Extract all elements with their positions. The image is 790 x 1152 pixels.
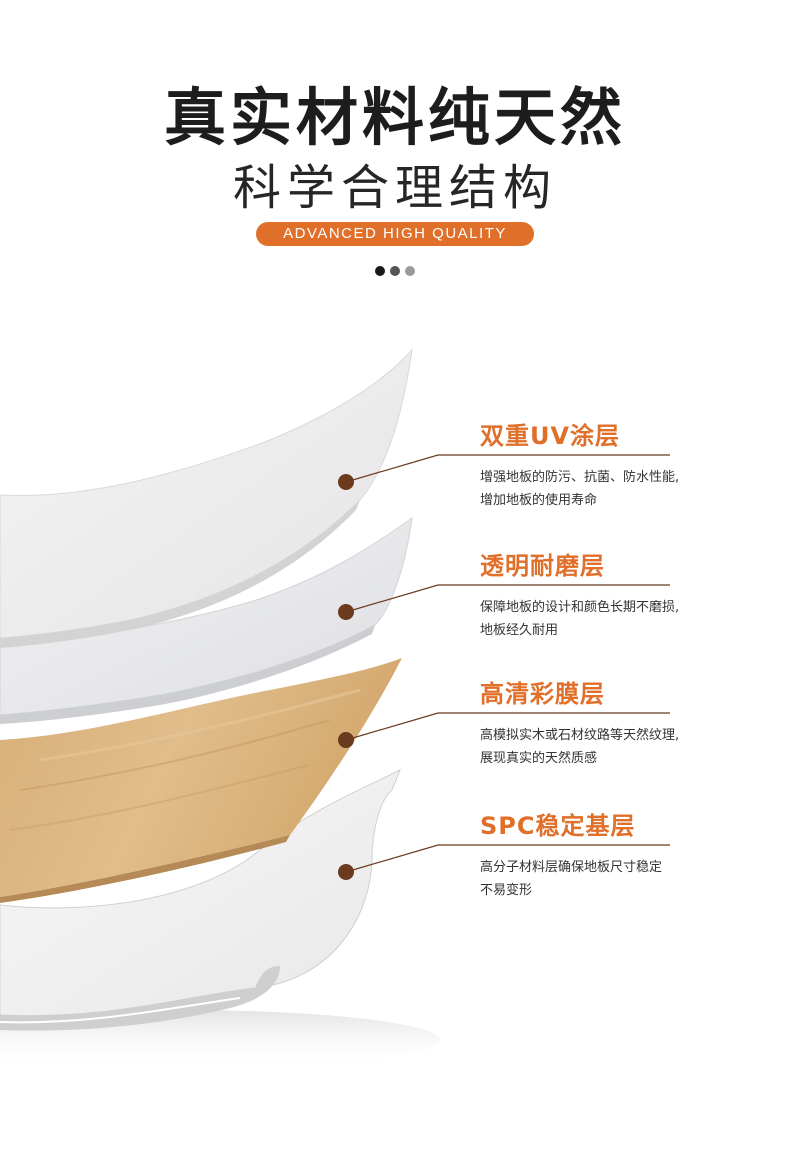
layer-description: 高模拟实木或石材纹路等天然纹理, 展现真实的天然质感 [480, 724, 780, 770]
page-title: 真实材料纯天然 [163, 81, 626, 154]
wood-film-layer [0, 658, 402, 903]
wear-layer [0, 516, 413, 724]
carousel-dot-1[interactable] [375, 266, 385, 276]
quality-badge: ADVANCED HIGH QUALITY [256, 222, 534, 246]
layer-title: 透明耐磨层 [480, 552, 605, 580]
layer-description: 增强地板的防污、抗菌、防水性能, 增加地板的使用寿命 [480, 466, 780, 512]
connector-dot-film [338, 732, 354, 748]
layer-title: 双重UV涂层 [480, 422, 621, 450]
connector-dot-uv [338, 474, 354, 490]
layer-desc-line: 地板经久耐用 [480, 623, 559, 638]
carousel-dot-3[interactable] [405, 266, 415, 276]
layer-description: 高分子材料层确保地板尺寸稳定 不易变形 [480, 856, 780, 902]
layer-description: 保障地板的设计和颜色长期不磨损, 地板经久耐用 [480, 596, 780, 642]
page-subtitle: 科学合理结构 [232, 160, 557, 216]
spc-base-layer [0, 768, 401, 1031]
connector-dot-wear [338, 604, 354, 620]
layer-desc-line: 保障地板的设计和颜色长期不磨损, [480, 600, 680, 615]
connector-film [338, 712, 670, 748]
layer-label-film: 高清彩膜层 高模拟实木或石材纹路等天然纹理, 展现真实的天然质感 [480, 678, 780, 770]
layer-title: SPC稳定基层 [480, 812, 636, 840]
layer-desc-line: 增加地板的使用寿命 [480, 493, 598, 508]
connector-dot-base [338, 864, 354, 880]
layer-desc-line: 高模拟实木或石材纹路等天然纹理, [480, 728, 680, 743]
connector-wear [338, 584, 670, 620]
connector-uv [338, 454, 670, 490]
carousel-dots [375, 266, 419, 276]
layer-desc-line: 增强地板的防污、抗菌、防水性能, [480, 470, 680, 485]
layer-desc-line: 展现真实的天然质感 [480, 751, 598, 766]
uv-coating-layer [0, 348, 413, 648]
layer-label-uv: 双重UV涂层 增强地板的防污、抗菌、防水性能, 增加地板的使用寿命 [480, 420, 780, 512]
layer-desc-line: 不易变形 [480, 883, 533, 898]
layer-label-wear: 透明耐磨层 保障地板的设计和颜色长期不磨损, 地板经久耐用 [480, 550, 780, 642]
layer-label-base: SPC稳定基层 高分子材料层确保地板尺寸稳定 不易变形 [480, 810, 780, 902]
carousel-dot-2[interactable] [390, 266, 400, 276]
layer-desc-line: 高分子材料层确保地板尺寸稳定 [480, 860, 663, 875]
connector-base [338, 844, 670, 880]
layer-title: 高清彩膜层 [480, 680, 605, 708]
